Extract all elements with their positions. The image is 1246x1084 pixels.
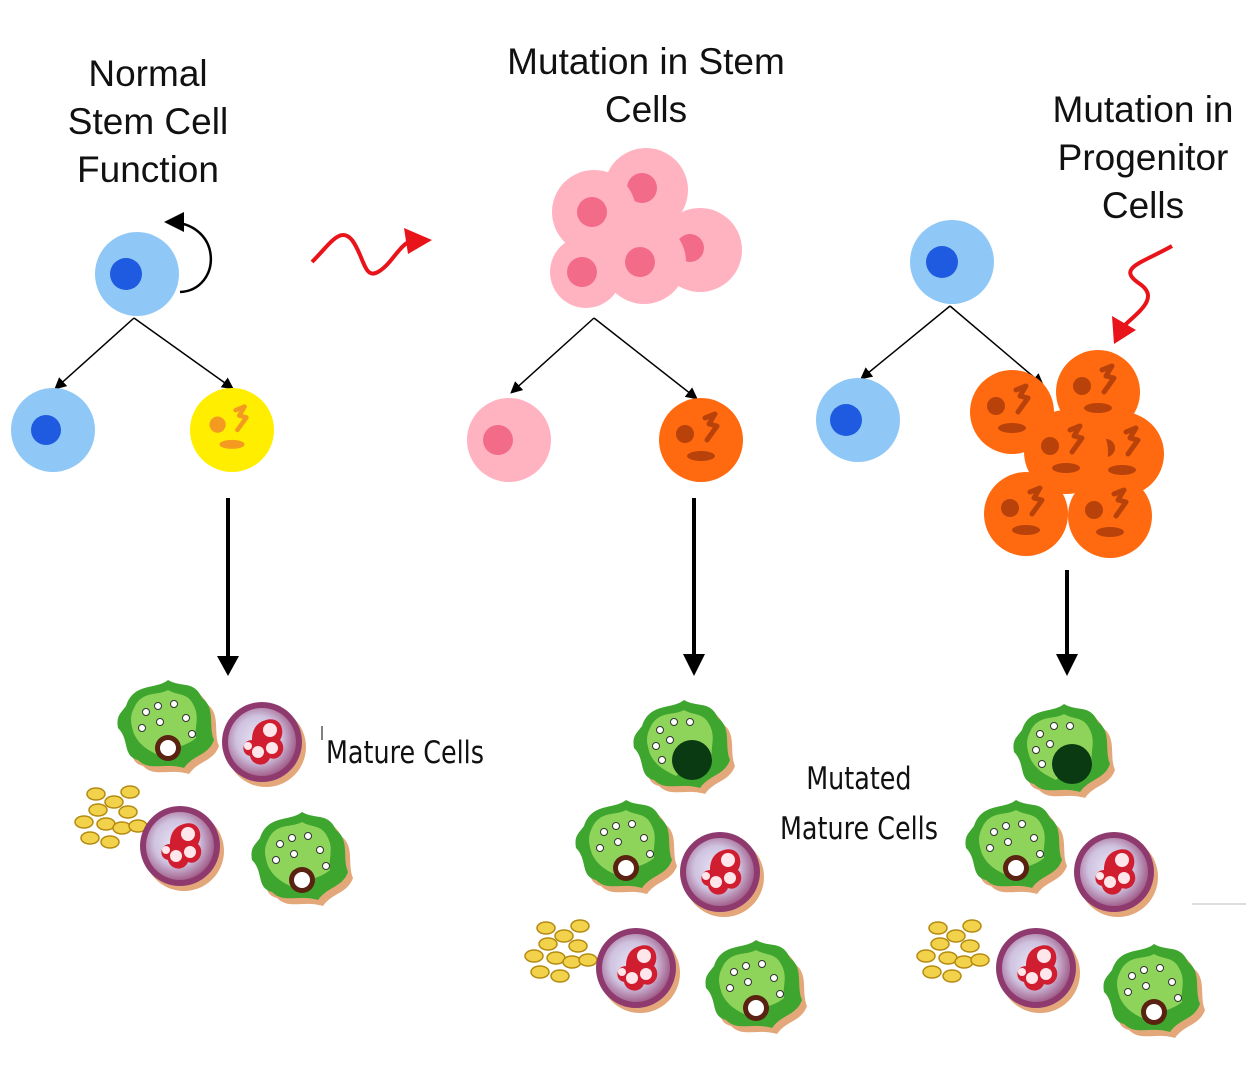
mature-cell-icon [574,799,678,895]
mature-cell-icon [680,832,764,917]
mutation-arrow-icon [1122,244,1173,328]
mature-cell-icon [996,928,1080,1013]
progenitor-cell-normal [190,388,274,472]
mature-cell-icon [964,799,1068,895]
granules-icon [524,919,598,983]
title-line: Normal [88,53,208,94]
progenitor-cell-mutated [659,398,743,482]
granules-icon [916,919,990,983]
title-line: Stem Cell [67,101,229,142]
differentiation-arrow-icon [510,317,595,394]
mutated-mature-cells-label: Mutated Mature Cells [780,754,938,854]
mature-cell-icon [116,679,220,775]
column-normal [11,212,354,907]
mutated-text-line: Mature Cells [780,811,938,847]
title-line: Cells [604,89,688,130]
differentiation-arrow-icon [949,305,1044,386]
mutated-mature-cell-icon [1012,703,1116,799]
mutated-mature-cell-icon [632,699,736,795]
column-title-stem-mutation: Mutation in Stem Cells [476,38,816,134]
self-renewal-arrow-icon [164,212,213,294]
column-title-progenitor-mutation: Mutation in Progenitor Cells [1040,86,1246,230]
mature-cell-icon [1074,832,1158,917]
column-progenitor-mutation [816,220,1246,1039]
mutated-stem-cell-cluster [550,148,742,308]
granules-icon [74,785,148,849]
title-line: Mutation in Stem [507,41,785,82]
title-line: Cells [1101,185,1185,226]
column-title-normal: Normal Stem Cell Function [28,50,268,194]
mature-cells-mutated-progenitor [916,703,1206,1039]
title-line: Function [77,149,219,190]
mature-cell-icon [1102,943,1206,1039]
differentiation-arrow-icon [54,317,135,390]
mature-cell-icon [250,811,354,907]
differentiation-arrow-icon [133,317,234,390]
stem-cell-nucleus [110,258,142,290]
mature-cell-icon [596,928,680,1013]
title-line: Progenitor [1057,137,1229,178]
title-line: Mutation in [1052,89,1234,130]
mutated-progenitor-cluster [970,350,1164,558]
mature-cells-text: Mature Cells [326,735,484,771]
mutated-text-line: Mutated [806,761,912,797]
mature-cell-icon [704,939,808,1035]
column-stem-mutation [467,148,808,1035]
mature-cells-normal [74,679,354,907]
mature-cell-icon [222,702,306,787]
daughter-stem-nucleus [31,415,61,445]
mature-cell-icon [140,806,224,891]
mature-cells-label: Mature Cells [326,728,484,778]
mature-cells-mutated-stem [524,699,808,1035]
differentiation-arrow-icon [593,317,698,400]
mutation-arrow-icon [310,233,413,276]
differentiation-arrow-icon [860,305,951,380]
